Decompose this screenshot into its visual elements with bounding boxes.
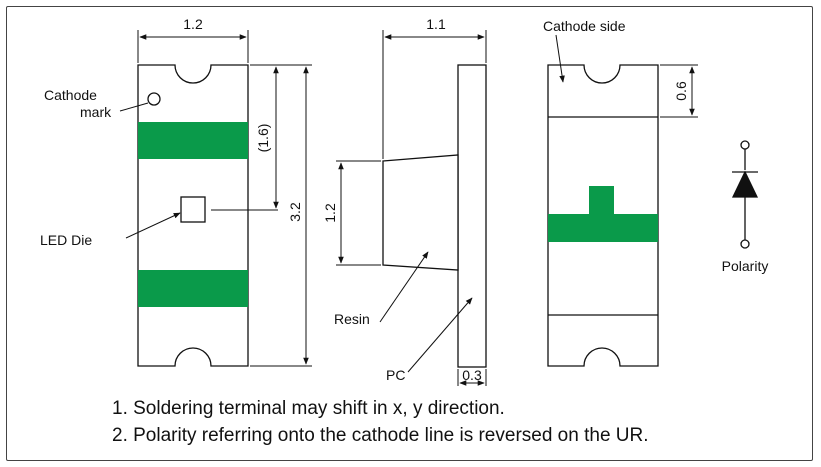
pc-leader [407,297,473,373]
led-die-label: LED Die [40,232,92,248]
dim-height-total [250,64,312,367]
top-terminal-upper [138,122,248,159]
dim-height-total-label: 3.2 [287,202,303,222]
cathode-mark-label-line2: mark [80,104,112,120]
led-die-square [180,196,206,223]
polarity-diode-symbol [731,140,759,249]
note-2: 2. Polarity referring onto the cathode l… [112,425,649,446]
dim-height-partial [211,66,279,211]
bottom-electrode-pad [548,186,658,242]
dim-width-side [382,30,487,159]
cathode-side-leader [555,34,565,83]
dim-pc-thickness-label: 0.3 [462,367,482,383]
resin-dome [382,154,459,271]
top-view-outline [137,64,249,367]
dim-resin-height [336,160,381,266]
pc-label: PC [386,367,405,383]
dim-pc-thickness [457,369,487,386]
top-view [137,64,249,367]
top-terminal-lower [138,270,248,307]
side-view [382,64,487,368]
dim-cathode-side-label: 0.6 [673,81,689,101]
dim-resin-height-label: 1.2 [322,203,338,223]
dim-height-partial-label: (1.6) [255,124,271,153]
resin-label: Resin [334,311,370,327]
dim-width-top [137,30,249,63]
dim-cathode-side [660,64,698,118]
cathode-mark-circle [147,92,161,106]
cathode-side-label: Cathode side [543,18,626,34]
dim-width-side-label: 1.1 [426,16,446,32]
pc-substrate [457,64,487,368]
cathode-mark-leader [119,102,149,112]
note-1: 1. Soldering terminal may shift in x, y … [112,398,505,419]
resin-leader [379,251,429,323]
drawing-frame [6,6,813,461]
dim-width-top-label: 1.2 [183,16,203,32]
polarity-label: Polarity [722,258,769,274]
bottom-view [547,64,659,367]
cathode-mark-label-line1: Cathode [44,87,97,103]
led-die-leader [125,212,181,239]
